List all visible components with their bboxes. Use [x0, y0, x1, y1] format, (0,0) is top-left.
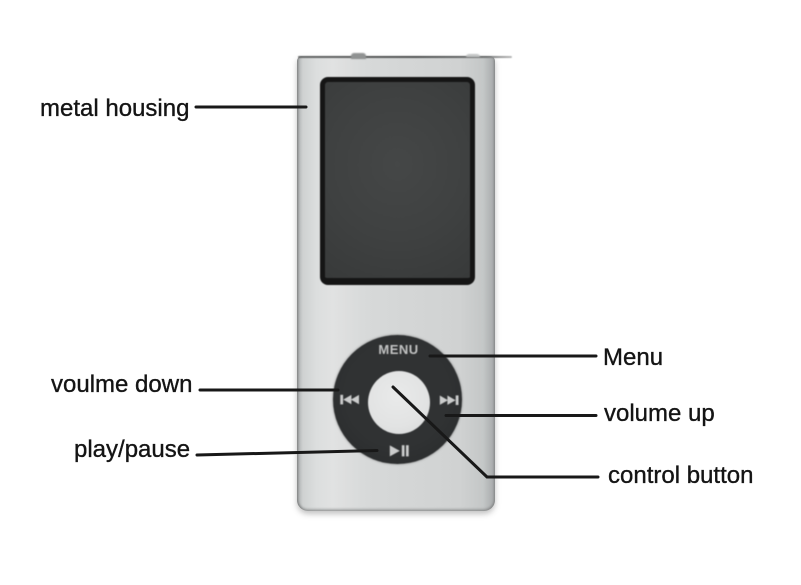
- svg-text:MENU: MENU: [378, 342, 418, 357]
